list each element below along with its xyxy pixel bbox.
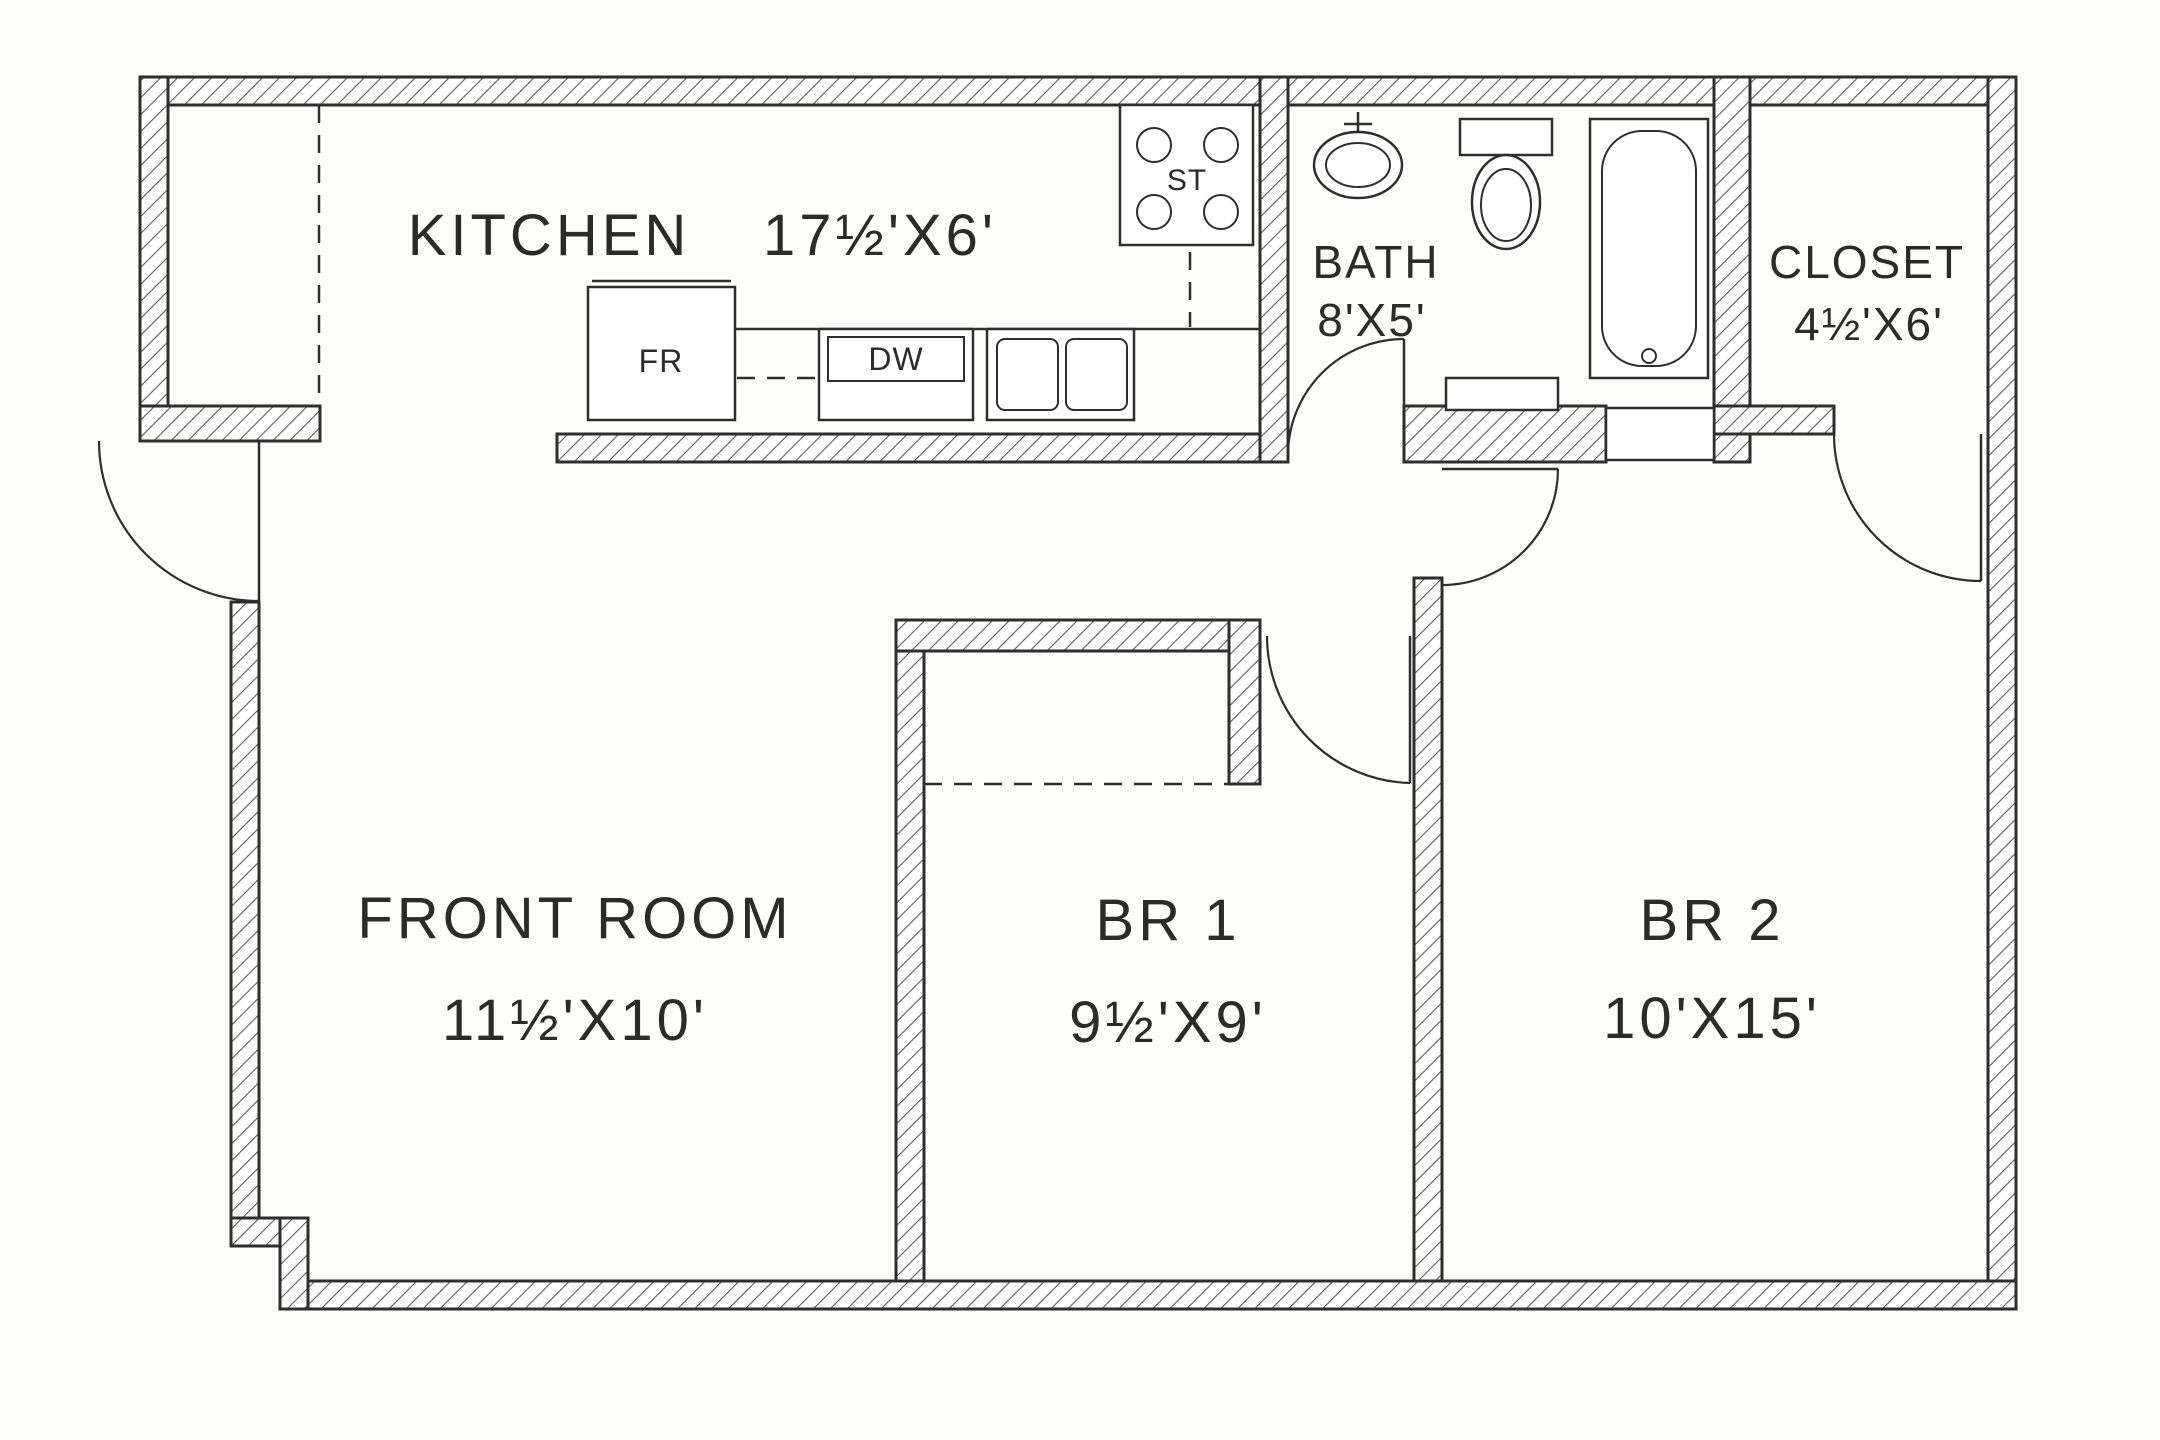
br1-name-label: BR 1 <box>1096 888 1241 953</box>
br1-door <box>1265 635 1412 785</box>
wall-closet-left <box>1712 75 1752 464</box>
refrigerator: FR <box>586 279 737 422</box>
wall-br1-closet-top <box>894 618 1262 653</box>
br2-name-label: BR 2 <box>1640 888 1785 953</box>
wall-kitchen-bath-divider <box>1258 75 1290 464</box>
br2-door <box>1441 467 1560 587</box>
stove: ST <box>1118 103 1255 247</box>
kitchen-sink-basin-right <box>1065 338 1128 411</box>
wall-br1-closet-right <box>1227 618 1262 786</box>
front-room-name-label: FRONT ROOM <box>357 886 792 951</box>
refrigerator-body <box>586 285 737 422</box>
wall-front-room-left <box>229 600 261 1220</box>
wall-front-room-br1-divider <box>894 618 926 1283</box>
wall-kitchen-bottom <box>555 432 1269 464</box>
br2-dims-label: 10'X15' <box>1603 986 1821 1051</box>
wall-bottom <box>278 1279 2018 1311</box>
wall-front-room-step-v <box>278 1216 310 1311</box>
closet-name-label: CLOSET <box>1769 236 1965 288</box>
closet-dims-label: 4½'X6' <box>1794 298 1944 350</box>
bathtub-drain <box>1641 348 1657 364</box>
kitchen-dims-label: 17½'X6' <box>763 203 997 268</box>
dashed-lines <box>317 105 1229 786</box>
sink-bowl-inner <box>1325 142 1391 188</box>
stove-burner-icon <box>1136 194 1172 230</box>
entry-door <box>97 440 261 603</box>
wall-bath-south-band <box>1402 404 1608 464</box>
stove-burner-icon <box>1136 127 1172 163</box>
bath-dims-label: 8'X5' <box>1317 294 1426 346</box>
stove-burner-icon <box>1203 194 1239 230</box>
kitchen-name-label: KITCHEN <box>408 203 691 268</box>
wall-closet-bottom <box>1712 404 1836 436</box>
linen-closet-niche <box>1604 406 1716 462</box>
bath-door <box>1286 337 1406 456</box>
pedestal-sink <box>1312 112 1404 200</box>
refrigerator-label: FR <box>639 343 684 379</box>
front-room-dims-label: 11½'X10' <box>442 988 708 1053</box>
toilet <box>1458 117 1554 251</box>
bath-door-swing-arc <box>1286 337 1405 456</box>
br1-dims-label: 9½'X9' <box>1069 990 1267 1055</box>
kitchen-sink <box>985 327 1136 422</box>
dishwasher: DW <box>817 327 975 422</box>
bath-fixtures <box>1312 112 1716 462</box>
entry-door-swing-arc <box>97 440 260 603</box>
wall-right <box>1986 75 2018 1311</box>
closet-door-swing-arc <box>1832 433 1982 583</box>
toilet-tank <box>1458 117 1554 157</box>
wall-entry-closet-bottom <box>138 404 322 443</box>
dishwasher-panel <box>827 336 965 382</box>
closet-door <box>1832 433 1983 583</box>
stove-burner-icon <box>1203 127 1239 163</box>
wall-br1-br2-divider <box>1412 576 1444 1283</box>
bath-name-label: BATH <box>1312 236 1439 288</box>
wall-left-upper <box>138 75 170 443</box>
dishwasher-label: DW <box>868 341 923 377</box>
doors <box>97 337 1983 785</box>
kitchen-sink-basin-left <box>996 338 1059 411</box>
room-labels: KITCHEN 17½'X6' BATH 8'X5' CLOSET 4½'X6'… <box>357 203 1965 1055</box>
bathtub <box>1588 117 1710 380</box>
stove-label: ST <box>1167 164 1207 197</box>
bath-cabinet <box>1444 376 1560 412</box>
br2-door-swing-arc <box>1441 468 1560 587</box>
walls <box>138 75 2018 1311</box>
bathtub-inner <box>1601 130 1697 367</box>
toilet-bowl-inner <box>1480 168 1532 242</box>
br1-door-swing-arc <box>1265 635 1411 785</box>
kitchen-fixtures: ST FR DW <box>586 103 1260 422</box>
